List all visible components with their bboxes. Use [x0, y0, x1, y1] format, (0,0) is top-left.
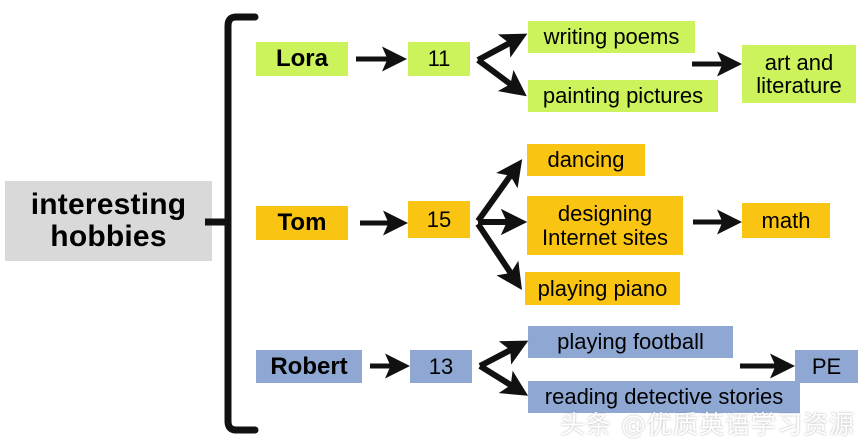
- age-node-lora[interactable]: 11: [408, 42, 470, 76]
- person-node-robert[interactable]: Robert: [256, 350, 362, 383]
- person-label-tom: Tom: [277, 209, 327, 237]
- hobby-node-dancing[interactable]: dancing: [527, 144, 645, 176]
- age-node-tom[interactable]: 15: [408, 201, 470, 238]
- age-label-tom: 15: [426, 206, 452, 232]
- watermark-text: 头条 @优质英语学习资源: [560, 410, 855, 439]
- hobby-label-writing-poems: writing poems: [543, 24, 680, 50]
- hobby-label-painting-pictures: painting pictures: [542, 83, 704, 109]
- hobby-node-designing-internet-sites[interactable]: designing Internet sites: [527, 196, 683, 255]
- arrow-age15-to-playing-piano: [475, 222, 522, 290]
- root-node-interesting-hobbies[interactable]: interesting hobbies: [5, 181, 212, 261]
- person-label-lora: Lora: [275, 45, 328, 73]
- age-node-robert[interactable]: 13: [410, 350, 472, 383]
- main-bracket: [205, 13, 259, 434]
- arrow-age13-to-playing-football: [478, 340, 529, 369]
- hobby-node-playing-football[interactable]: playing football: [528, 326, 733, 358]
- hobby-node-playing-piano[interactable]: playing piano: [525, 272, 680, 305]
- subject-label-pe: PE: [811, 353, 842, 379]
- subject-node-math[interactable]: math: [742, 203, 830, 238]
- hobby-label-playing-piano: playing piano: [537, 275, 668, 301]
- subject-node-pe[interactable]: PE: [795, 350, 858, 383]
- hobby-node-writing-poems[interactable]: writing poems: [528, 21, 695, 53]
- age-label-lora: 11: [427, 46, 451, 72]
- person-node-tom[interactable]: Tom: [256, 206, 348, 240]
- arrow-age15-to-dancing: [475, 159, 523, 223]
- subject-label-art-and-literature: art and literature: [756, 49, 842, 98]
- person-node-lora[interactable]: Lora: [256, 42, 348, 76]
- subject-label-math: math: [761, 207, 811, 233]
- arrow-age11-to-writing-poems: [476, 33, 528, 63]
- hobby-label-dancing: dancing: [547, 147, 625, 173]
- root-node-label: interesting hobbies: [30, 188, 187, 253]
- hobby-label-playing-football: playing football: [557, 329, 704, 355]
- age-label-robert: 13: [428, 353, 454, 379]
- hobby-node-painting-pictures[interactable]: painting pictures: [528, 80, 718, 112]
- hobby-label-reading-detective-stories: reading detective stories: [544, 384, 784, 410]
- hobby-node-reading-detective-stories[interactable]: reading detective stories: [528, 381, 800, 413]
- hobby-label-designing-internet-sites: designing Internet sites: [542, 201, 668, 250]
- person-label-robert: Robert: [270, 352, 348, 380]
- arrow-age11-to-painting-pictures: [476, 57, 527, 97]
- arrow-age13-to-reading-detective-stories: [478, 363, 529, 396]
- subject-node-art-and-literature[interactable]: art and literature: [742, 45, 856, 103]
